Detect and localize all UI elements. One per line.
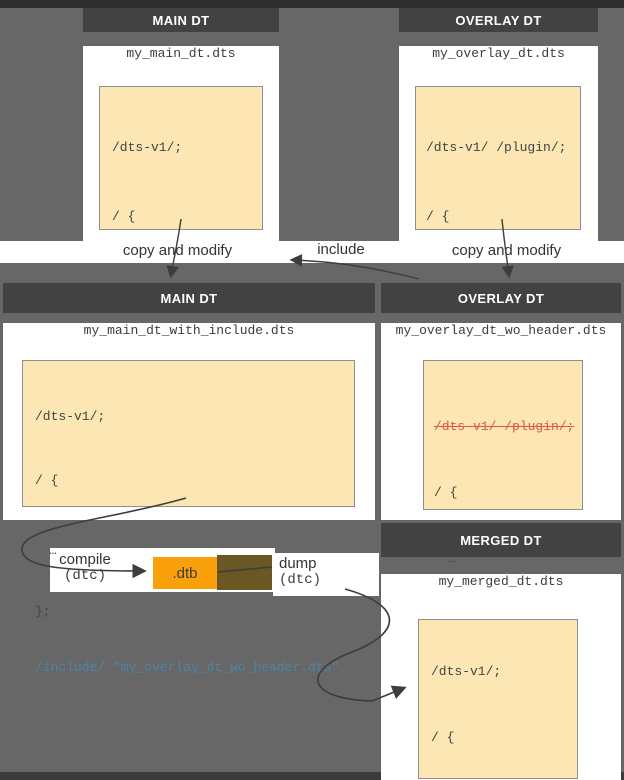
code-line: …	[426, 275, 580, 290]
main-dt-include-code: /dts-v1/; / { … }; /include/ "my_overlay…	[22, 360, 355, 675]
compile-label: compile (dtc)	[53, 551, 117, 585]
copy-and-modify-left-label: copy and modify	[122, 242, 233, 259]
code-line: / {	[434, 485, 458, 500]
overlay-dt-no-header-body: my_overlay_dt_wo_header.dts /dts-v1/ /pl…	[381, 323, 621, 629]
code-line: / {	[112, 209, 136, 224]
top-border-strip	[0, 0, 624, 8]
merged-dt-filename: my_merged_dt.dts	[438, 574, 564, 589]
main-dt-include-header: MAIN DT	[3, 283, 375, 313]
overlay-dt-source-body: my_overlay_dt.dts /dts-v1/ /plugin/; / {…	[399, 46, 598, 351]
code-line: };	[35, 604, 51, 619]
copy-and-modify-right-label: copy and modify	[451, 242, 562, 259]
code-line: / {	[35, 473, 59, 488]
overlay-dt-no-header-code: /dts-v1/ /plugin/; / { … };	[423, 360, 583, 629]
main-dt-source-body: my_main_dt.dts /dts-v1/; / { … };	[83, 46, 279, 351]
include-directive-line: /include/ "my_overlay_dt_wo_header.dts"	[35, 660, 340, 675]
main-dt-include-box: MAIN DT my_main_dt_with_include.dts /dts…	[3, 283, 375, 675]
code-line: …	[448, 551, 456, 566]
overlay-dt-source-code: /dts-v1/ /plugin/; / { … };	[415, 86, 581, 351]
compile-tool: (dtc)	[63, 568, 106, 584]
code-line: …	[112, 275, 262, 290]
merged-dt-box: MERGED DT my_merged_dt.dts /dts-v1/; / {…	[381, 523, 621, 780]
include-label: include	[317, 241, 365, 258]
main-dt-source-filename: my_main_dt.dts	[126, 46, 236, 61]
overlay-dt-source-header: OVERLAY DT	[399, 8, 598, 32]
main-dt-include-filename: my_main_dt_with_include.dts	[83, 323, 295, 338]
compile-word: compile	[59, 551, 111, 568]
code-line: / {	[426, 209, 450, 224]
dump-tool: (dtc)	[279, 572, 322, 588]
overlay-dt-no-header-filename: my_overlay_dt_wo_header.dts	[395, 323, 607, 338]
code-line: / {	[431, 730, 455, 745]
code-line: /dts-v1/;	[35, 409, 106, 424]
overlay-dt-source-filename: my_overlay_dt.dts	[432, 46, 565, 61]
merged-dt-code: /dts-v1/; / { … … };	[418, 619, 578, 779]
overlay-dt-no-header-box: OVERLAY DT my_overlay_dt_wo_header.dts /…	[381, 283, 621, 629]
struck-code-line: /dts-v1/ /plugin/;	[434, 419, 575, 434]
overlay-dt-no-header-header: OVERLAY DT	[381, 283, 621, 313]
code-line: /dts-v1/ /plugin/;	[426, 140, 567, 155]
bottom-border-strip	[0, 772, 624, 780]
code-line: /dts-v1/;	[112, 140, 183, 155]
merged-dt-body: my_merged_dt.dts /dts-v1/; / { … … };	[381, 574, 621, 780]
dump-label: dump (dtc)	[279, 555, 339, 589]
dump-word: dump	[279, 555, 317, 572]
merged-dt-header: MERGED DT	[381, 523, 621, 557]
main-dt-source-code: /dts-v1/; / { … };	[99, 86, 263, 351]
main-dt-source-header: MAIN DT	[83, 8, 279, 32]
code-line: /dts-v1/;	[431, 664, 502, 679]
main-dt-include-body: my_main_dt_with_include.dts /dts-v1/; / …	[3, 323, 375, 675]
main-dt-source-box: MAIN DT my_main_dt.dts /dts-v1/; / { … }…	[83, 8, 279, 351]
overlay-dt-source-box: OVERLAY DT my_overlay_dt.dts /dts-v1/ /p…	[399, 8, 598, 351]
arrow-label-band	[0, 241, 624, 263]
